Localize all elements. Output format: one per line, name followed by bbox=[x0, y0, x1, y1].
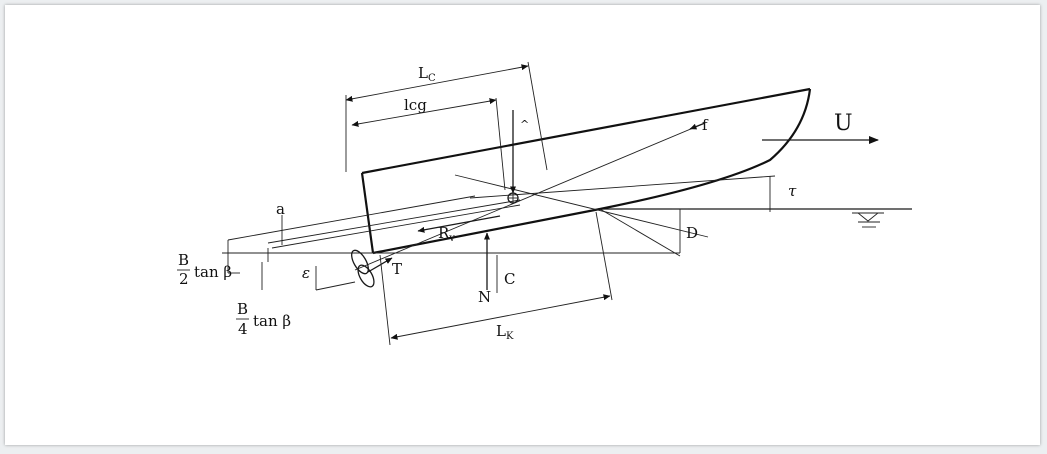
u-label: U bbox=[834, 111, 853, 136]
lk-extension-right bbox=[595, 211, 613, 301]
svg-text:B: B bbox=[178, 251, 189, 269]
b4-tan-beta-label: B 4 tan β bbox=[236, 300, 291, 338]
a-label: a bbox=[276, 200, 285, 218]
a-line-lower bbox=[271, 204, 521, 249]
t-label: T bbox=[392, 260, 402, 278]
lc-extension-right bbox=[527, 61, 548, 171]
lcg-dimension-line bbox=[351, 98, 497, 127]
c-label: C bbox=[504, 270, 515, 288]
tau-label: τ bbox=[788, 182, 797, 200]
chine-extension-line bbox=[469, 175, 776, 199]
svg-text:tan β: tan β bbox=[253, 312, 291, 330]
lk-label: LK bbox=[496, 322, 514, 342]
lc-label: LC bbox=[418, 64, 436, 84]
rv-arrow bbox=[417, 215, 501, 233]
lcg-label: lcg bbox=[404, 96, 427, 114]
lc-dimension-line bbox=[345, 64, 529, 102]
shaft-line bbox=[354, 122, 706, 271]
rv-label: Rv bbox=[438, 224, 455, 244]
a-line bbox=[267, 199, 521, 244]
svg-text:2: 2 bbox=[179, 270, 189, 288]
lambda-label: ^ bbox=[520, 118, 529, 131]
thrust-arrow bbox=[367, 257, 393, 273]
b2-top-line bbox=[227, 195, 476, 241]
lcg-extension-right bbox=[495, 97, 506, 191]
f-force-arrow bbox=[689, 122, 706, 130]
water-level-symbol bbox=[852, 212, 884, 228]
lk-extension-left bbox=[379, 254, 391, 346]
hull-outline bbox=[360, 87, 812, 255]
svg-text:4: 4 bbox=[238, 320, 248, 338]
propeller-icon bbox=[351, 249, 375, 288]
epsilon-line bbox=[315, 281, 356, 291]
b2-tan-beta-label: B 2 tan β bbox=[177, 251, 232, 288]
f-label: f bbox=[702, 116, 709, 134]
d-label: D bbox=[686, 224, 698, 242]
epsilon-label: ε bbox=[302, 264, 310, 282]
svg-text:tan β: tan β bbox=[194, 263, 232, 281]
n-label: N bbox=[478, 288, 491, 306]
lk-dimension-line bbox=[390, 294, 611, 340]
spray-root-line bbox=[599, 208, 681, 257]
svg-text:B: B bbox=[237, 300, 248, 318]
thrust-line bbox=[454, 174, 709, 238]
